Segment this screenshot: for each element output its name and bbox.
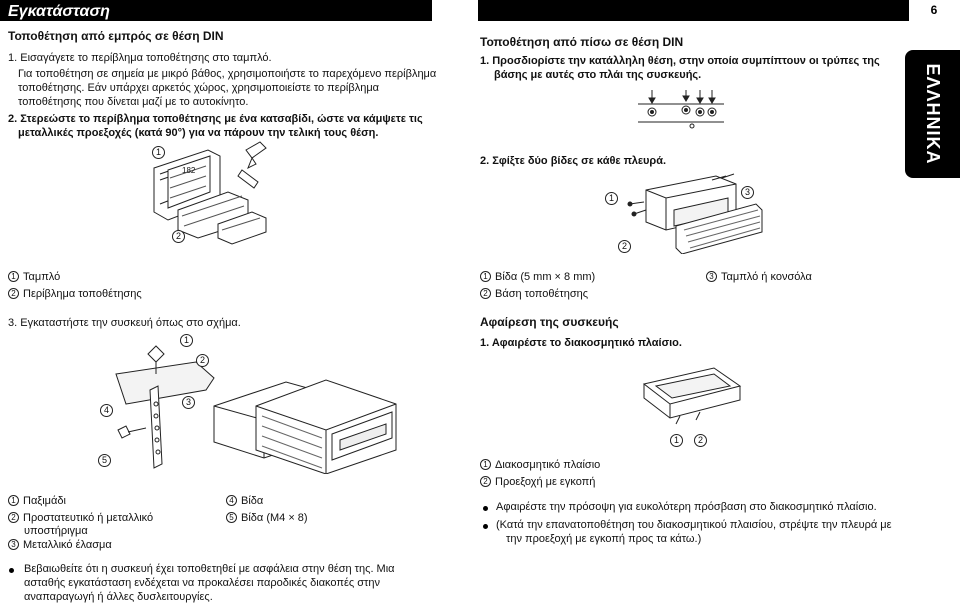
fig5-callout-1: 1 <box>670 434 683 447</box>
page-header-bar: 6 <box>478 0 960 21</box>
fig1-legend-2-number: 2 <box>8 288 19 299</box>
fig2-callout-3: 3 <box>182 396 195 409</box>
fig2-callout-4: 4 <box>100 404 113 417</box>
right-step1-line1: 1. Προσδιορίστε την κατάλληλη θέση, στην… <box>480 55 880 67</box>
fig4-callout-2: 2 <box>618 240 631 253</box>
left-note-line2: ασταθής εγκατάσταση ενδέχεται να προκαλέ… <box>24 577 380 589</box>
right-bullet-2 <box>483 524 488 529</box>
right-section-title: Τοποθέτηση από πίσω σε θέση DIN <box>480 35 684 49</box>
fig2-callout-2: 2 <box>196 354 209 367</box>
left-note-line1: Βεβαιωθείτε ότι η συσκευή έχει τοποθετηθ… <box>24 563 395 575</box>
removal-legend-2: 2 Προεξοχή με εγκοπή <box>480 475 595 490</box>
fig2-legend-3-label: Μεταλλικό έλασμα <box>23 539 112 551</box>
left-step2-line2: μεταλλικές προεξοχές (κατά 90°) για να π… <box>18 127 379 139</box>
unit-install-diagram <box>115 345 397 474</box>
right-bullet-2-line2: την προεξοχή με εγκοπή προς τα κάτω.) <box>506 533 702 545</box>
removal-legend-1-label: Διακοσμητικό πλαίσιο <box>495 459 601 471</box>
fig2-callout-1: 1 <box>180 334 193 347</box>
fig2-legend-5-label: Βίδα (M4 × 8) <box>241 512 308 524</box>
fig1-callout-2: 2 <box>172 230 185 243</box>
removal-section-title: Αφαίρεση της συσκευής <box>480 315 619 329</box>
fig4-legend-3-label: Ταμπλό ή κονσόλα <box>721 271 812 283</box>
fig2-legend-1-number: 1 <box>8 495 19 506</box>
left-section-title: Τοποθέτηση από εμπρός σε θέση DIN <box>8 29 224 43</box>
fig5-callout-2: 2 <box>694 434 707 447</box>
removal-legend-2-number: 2 <box>480 476 491 487</box>
fig4-callout-3: 3 <box>741 186 754 199</box>
language-side-tab: ΕΛΛΗΝΙΚΑ <box>905 50 960 178</box>
fig2-legend-3: 3 Μεταλλικό έλασμα <box>8 538 112 553</box>
fig4-legend-3: 3 Ταμπλό ή κονσόλα <box>706 270 812 285</box>
right-step1-line2: βάσης με αυτές στο πλάι της συσκευής. <box>494 69 702 81</box>
fig2-legend-5: 5 Βίδα (M4 × 8) <box>226 511 308 526</box>
fig1-callout-1: 1 <box>152 146 165 159</box>
fig2-legend-4-number: 4 <box>226 495 237 506</box>
page-number-box <box>908 0 960 21</box>
fig2-callout-5: 5 <box>98 454 111 467</box>
fig2-legend-5-number: 5 <box>226 512 237 523</box>
page-number: 6 <box>930 3 938 17</box>
right-step2: 2. Σφίξτε δύο βίδες σε κάθε πλευρά. <box>480 155 667 167</box>
page-header-title: Εγκατάσταση <box>0 0 432 21</box>
fig2-legend-4: 4 Βίδα <box>226 494 263 509</box>
fig2-legend-2-label: Προστατευτικό ή μεταλλικό <box>23 512 154 524</box>
removal-legend-1-number: 1 <box>480 459 491 470</box>
left-step2-line1: 2. Στερεώστε το περίβλημα τοποθέτησης με… <box>8 113 423 125</box>
left-note-bullet <box>9 568 14 573</box>
fig4-legend-2-number: 2 <box>480 288 491 299</box>
right-bullet-1-text: Αφαιρέστε την πρόσοψη για ευκολότερη πρό… <box>496 501 877 513</box>
removal-step1: 1. Αφαιρέστε το διακοσμητικό πλαίσιο. <box>480 337 682 349</box>
left-note-line3: αναπαραγωγή ή άλλες δυσλειτουργίες. <box>24 591 213 603</box>
fig4-legend-1: 1 Βίδα (5 mm × 8 mm) <box>480 270 595 285</box>
fig1-legend-1-label: Ταμπλό <box>23 271 61 283</box>
rear-mount-diagram <box>627 173 763 254</box>
fig2-legend-2: 2 Προστατευτικό ή μεταλλικό <box>8 511 153 526</box>
trim-ring-removal-diagram <box>642 367 742 425</box>
fig4-legend-1-number: 1 <box>480 271 491 282</box>
removal-legend-2-label: Προεξοχή με εγκοπή <box>495 476 596 488</box>
fig4-callout-1: 1 <box>605 192 618 205</box>
fig1-legend-2: 2 Περίβλημα τοποθέτησης <box>8 287 142 302</box>
fig1-dimension-label: 182 <box>182 166 196 175</box>
fig2-legend-4-label: Βίδα <box>241 495 264 507</box>
fig2-legend-2-number: 2 <box>8 512 19 523</box>
left-step1-body-line3: τοποθέτησης που δίνεται μαζί με το αυτοκ… <box>18 96 249 108</box>
removal-legend-1: 1 Διακοσμητικό πλαίσιο <box>480 458 600 473</box>
left-step1-body-line1: Για τοποθέτηση σε σημεία με μικρό βάθος,… <box>18 68 437 80</box>
fig4-legend-3-number: 3 <box>706 271 717 282</box>
fig1-legend-1: 1 Ταμπλό <box>8 270 60 285</box>
language-side-tab-label: ΕΛΛΗΝΙΚΑ <box>922 63 943 165</box>
left-step1-body-line2: τοποθέτησης. Εάν υπάρχει αρκετός χώρος, … <box>18 82 380 94</box>
fig2-legend-1: 1 Παξιμάδι <box>8 494 66 509</box>
fig2-legend-2-line2: υποστήριγμα <box>24 525 88 537</box>
fig4-legend-2: 2 Βάση τοποθέτησης <box>480 287 588 302</box>
right-bullet-1 <box>483 506 488 511</box>
fig4-legend-2-label: Βάση τοποθέτησης <box>495 288 589 300</box>
fig4-legend-1-label: Βίδα (5 mm × 8 mm) <box>495 271 596 283</box>
fig2-legend-1-label: Παξιμάδι <box>23 495 66 507</box>
fig2-legend-3-number: 3 <box>8 539 19 550</box>
left-step1: 1. Εισαγάγετε το περίβλημα τοποθέτησης σ… <box>8 52 272 64</box>
fig1-legend-2-label: Περίβλημα τοποθέτησης <box>23 288 142 300</box>
hole-alignment-diagram <box>638 90 724 129</box>
left-step3: 3. Εγκαταστήστε την συσκευή όπως στο σχή… <box>8 317 241 329</box>
right-bullet-2-line1: (Κατά την επανατοποθέτηση του διακοσμητι… <box>496 519 892 531</box>
fig1-legend-1-number: 1 <box>8 271 19 282</box>
